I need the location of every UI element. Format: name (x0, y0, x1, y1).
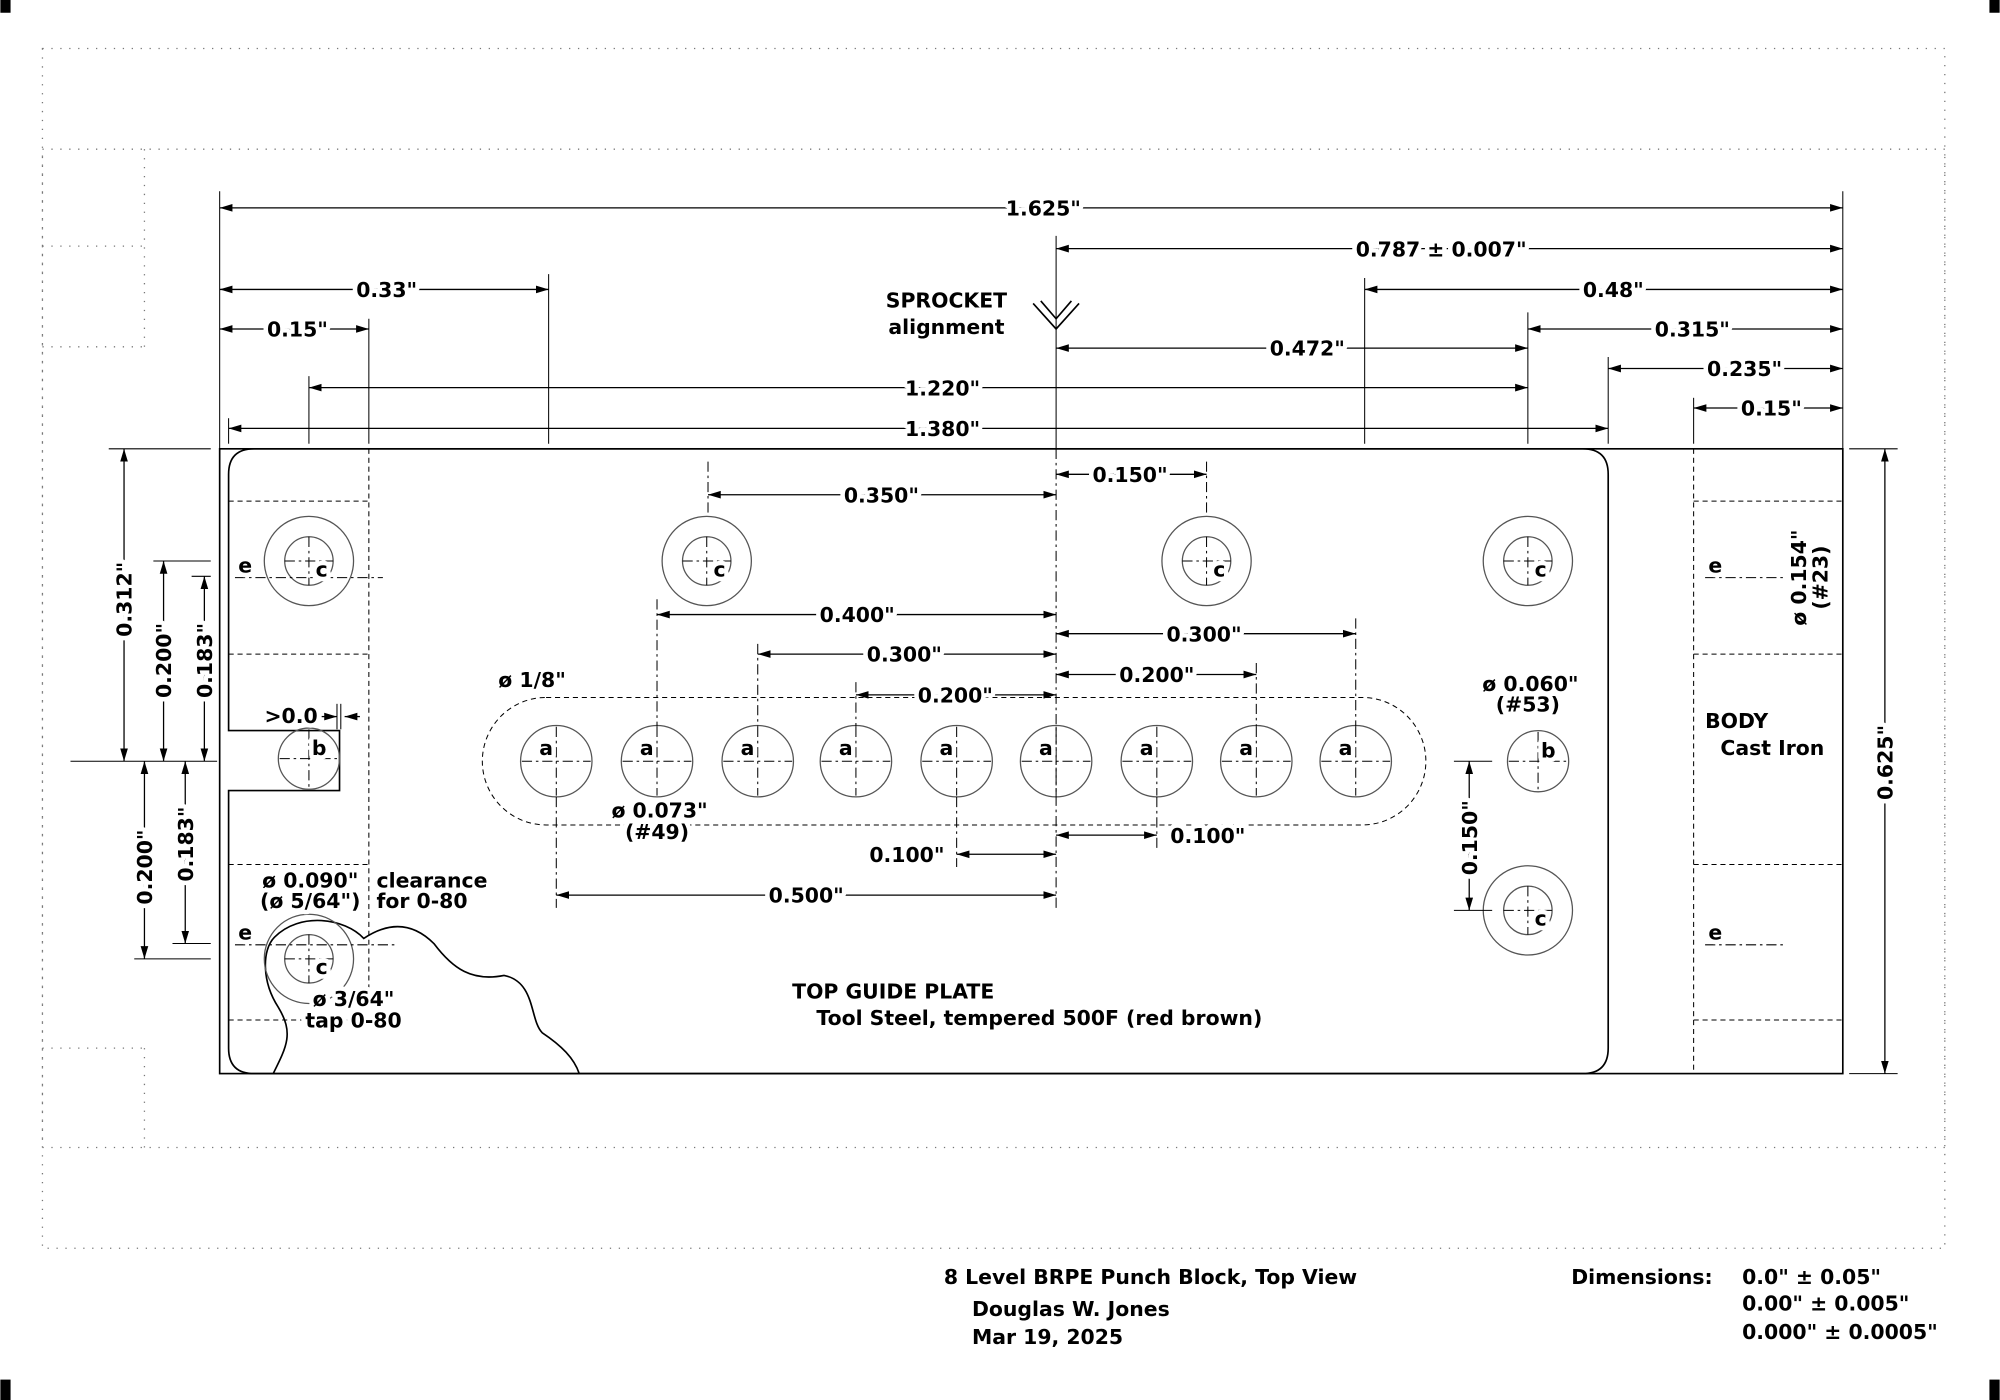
tolerance-value: 0.00" ± 0.005" (1742, 1292, 1909, 1316)
hole-label-a: a (1140, 736, 1154, 760)
dimension-label: 0.33" (356, 278, 417, 302)
hole-label-a: a (741, 736, 755, 760)
note-body: BODY (1705, 709, 1768, 733)
dimension-label: 0.183" (174, 807, 198, 882)
note-clearance: clearance (377, 868, 488, 892)
hole-label-e: e (1708, 553, 1722, 577)
dimension-label: 0.15" (267, 318, 328, 342)
hole-label-c: c (713, 557, 725, 581)
dimension-label: 0.48" (1583, 278, 1644, 302)
tolerance-value: 0.0" ± 0.05" (1742, 1265, 1881, 1289)
dimension-label: 0.625" (1874, 725, 1898, 800)
hole-label-c: c (316, 955, 328, 979)
counterbore (1482, 515, 1574, 607)
dimensions: 1.625" 0.787 ± 0.007" 0.33" 0.48" 0.15" 0.315… (70, 191, 1902, 1075)
slot-outline (481, 696, 1427, 826)
note-sprocket-dia: ø 0.060" (1482, 672, 1578, 696)
note-body-material: Cast Iron (1720, 736, 1824, 760)
dimension-label: 0.300" (867, 643, 942, 667)
drawing-title: 8 Level BRPE Punch Block, Top View (944, 1265, 1357, 1289)
dimension-label: 0.315" (1655, 318, 1730, 342)
dimension-label: 1.380" (905, 417, 980, 441)
counterbore (1161, 515, 1252, 607)
dimension-label: 0.472" (1270, 337, 1345, 361)
hole-label-c: c (1535, 907, 1547, 931)
hole-label-b: b (312, 736, 327, 760)
dimension-label: 0.15" (1741, 397, 1802, 421)
dimension-label: 0.350" (844, 483, 919, 507)
counterbore (263, 515, 355, 607)
note-punch-drill: (#49) (625, 820, 689, 844)
sprocket-hole (277, 727, 341, 790)
sheet-grid (41, 47, 1946, 1249)
dimension-label: 0.150" (1458, 800, 1482, 875)
dimension-label: 0.100" (869, 843, 944, 867)
note-body-hole-drill: (#23) (1809, 546, 1833, 610)
note-plate-material: Tool Steel, tempered 500F (red brown) (816, 1006, 1262, 1030)
hole-label-e: e (1708, 921, 1722, 945)
hole-label-a: a (1239, 736, 1253, 760)
annotations: a a a a a a a a a c c c c c c b b e e e e SPROCKET alignment >0… (234, 284, 1942, 1354)
hole-label-a: a (839, 736, 853, 760)
counterbore (263, 913, 355, 1005)
note-tap: tap 0-80 (305, 1009, 401, 1033)
author: Douglas W. Jones (972, 1297, 1170, 1321)
dimension-label: 0.787 ± 0.007" (1356, 237, 1527, 261)
note-clear-frac: (ø 5/64") (260, 889, 360, 913)
dimension-label: 0.500" (769, 884, 844, 908)
hole-label-b: b (1541, 738, 1556, 762)
note-gap: >0.0 (264, 704, 317, 728)
guide-plate-outline (227, 447, 1610, 1075)
note-body-hole-dia: ø 0.154" (1787, 529, 1811, 625)
hole-label-c: c (316, 557, 328, 581)
note-punch-dia: ø 0.073" (611, 798, 707, 822)
note-alignment: alignment (888, 315, 1004, 339)
note-tap-dia: ø 3/64" (313, 987, 395, 1011)
tolerance-label: Dimensions: (1571, 1265, 1712, 1289)
hole-label-a: a (1339, 736, 1353, 760)
counterbore (661, 515, 753, 607)
tolerance-value: 0.000" ± 0.0005" (1742, 1320, 1938, 1344)
dimension-label: 0.183" (193, 623, 217, 698)
part-geometry (218, 300, 1844, 1075)
dimension-label: 0.100" (1170, 824, 1245, 848)
hole-label-c: c (1535, 557, 1547, 581)
hole-label-c: c (1213, 557, 1225, 581)
note-plate: TOP GUIDE PLATE (792, 979, 994, 1003)
dimension-label: 0.200" (1119, 663, 1194, 687)
note-for-080: for 0-80 (377, 889, 468, 913)
dimension-label: 0.400" (820, 603, 895, 627)
note-sprocket-drill: (#53) (1496, 692, 1560, 716)
dimension-label: 0.200" (152, 623, 176, 698)
dimension-label: 0.312" (113, 562, 137, 637)
dimension-label: 1.220" (905, 376, 980, 400)
hole-label-a: a (940, 736, 954, 760)
hole-label-a: a (1039, 736, 1053, 760)
note-sprocket: SPROCKET (886, 288, 1007, 312)
dimension-label: 0.235" (1707, 357, 1782, 381)
hole-label-e: e (238, 553, 252, 577)
dimension-label: 0.150" (1092, 463, 1167, 487)
dimension-label: 0.300" (1166, 622, 1241, 646)
dimension-label: 1.625" (1006, 196, 1081, 220)
sprocket-hole (1506, 729, 1570, 793)
hole-label-a: a (539, 736, 553, 760)
note-clear-dia: ø 0.090" (262, 868, 358, 892)
hole-label-a: a (640, 736, 654, 760)
note-slot-dia: ø 1/8" (498, 668, 566, 692)
hole-label-e: e (238, 921, 252, 945)
cutaway-break-line (264, 919, 581, 1074)
dimension-label: 0.200" (918, 684, 993, 708)
dimension-label: 0.200" (133, 829, 157, 904)
date: Mar 19, 2025 (972, 1325, 1123, 1349)
